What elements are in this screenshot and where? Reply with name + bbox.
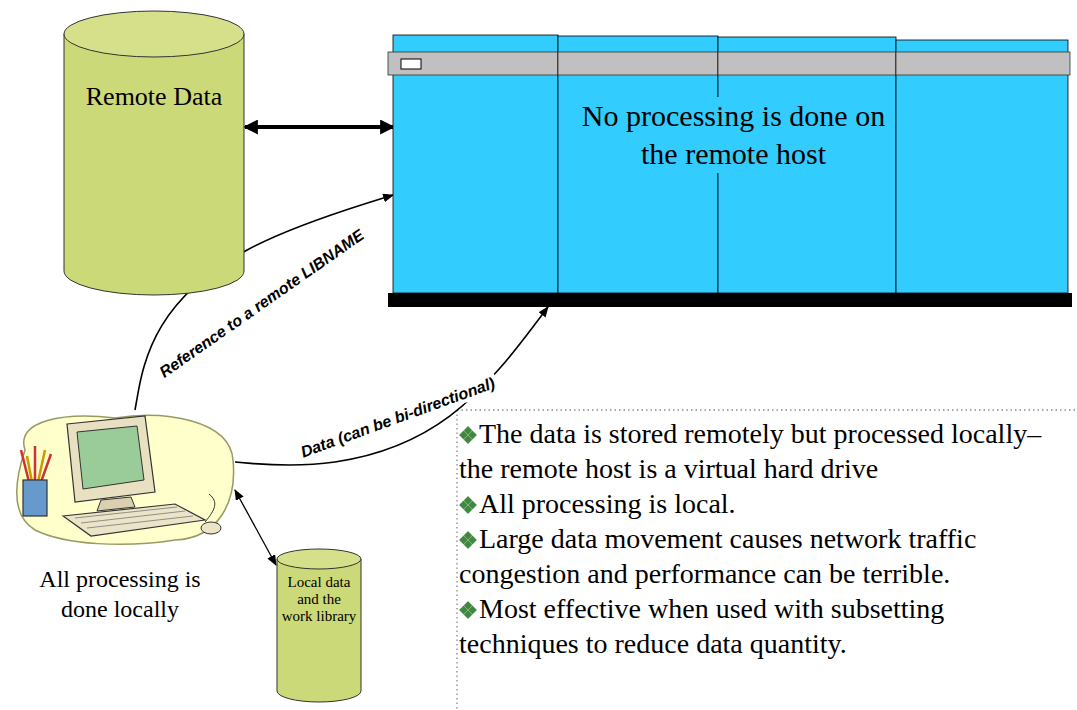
bullet-symbol: [459, 531, 477, 549]
cabinet-bar: [558, 52, 718, 75]
node-label: No processing is done on the remote host: [576, 97, 891, 173]
cabinet-panel: [896, 40, 1068, 293]
cabinet-bar: [896, 52, 1070, 75]
dotted-divider: [457, 409, 1077, 410]
cylinder-top: [277, 549, 361, 569]
bullet-item: Large data movement causes network traff…: [459, 521, 1071, 591]
computer-part: [77, 426, 144, 489]
edge-label: Data (can be bi-directional): [296, 373, 501, 463]
computer-icon: [5, 410, 235, 550]
note-text: The data is stored remotely but processe…: [459, 418, 1041, 484]
bullet-symbol: [459, 496, 477, 514]
note-text: All processing is local.: [479, 488, 736, 519]
computer-part: [27, 450, 45, 482]
bullet-notes: The data is stored remotely but processe…: [459, 416, 1071, 661]
bullet-symbol: [459, 426, 477, 444]
computer-part: [63, 504, 205, 536]
remote-data-cylinder: Remote Data: [63, 10, 245, 295]
bullet-symbol: [459, 601, 477, 619]
computer-part: [17, 415, 234, 544]
computer-part: [21, 446, 51, 482]
database-cylinder: [276, 548, 362, 702]
remote-host-server: No processing is done on the remote host: [393, 35, 1068, 307]
cylinder-body: [64, 34, 244, 295]
cylinder-top: [64, 11, 244, 57]
computer-part: [201, 522, 221, 534]
cabinet-base: [388, 293, 1072, 307]
cylinder-body: [277, 559, 361, 702]
node-label: Remote Data: [63, 82, 245, 112]
thick-double-arrow: [245, 125, 393, 129]
node-label: Local data and the work library: [280, 574, 358, 625]
bullet-item: The data is stored remotely but processe…: [459, 416, 1071, 486]
database-cylinder: [63, 10, 245, 295]
local-computer: All processing is done locally: [5, 410, 235, 624]
computer-part: [205, 494, 215, 522]
cabinet-bar: [388, 52, 558, 75]
dotted-divider: [456, 410, 457, 710]
cabinet-bar: [718, 52, 896, 75]
node-label: All processing is done locally: [5, 564, 235, 624]
computer-part: [75, 507, 193, 528]
connector-arrow: [235, 490, 276, 565]
note-text: Large data movement causes network traff…: [459, 523, 976, 589]
computer-part: [23, 480, 47, 516]
computer-part: [67, 416, 155, 502]
bullet-item: All processing is local.: [459, 486, 1071, 521]
note-text: Most effective when used with subsetting…: [459, 593, 944, 659]
local-data-cylinder: Local data and the work library: [276, 548, 362, 702]
bullet-item: Most effective when used with subsetting…: [459, 591, 1071, 661]
drive-slot: [401, 59, 421, 69]
